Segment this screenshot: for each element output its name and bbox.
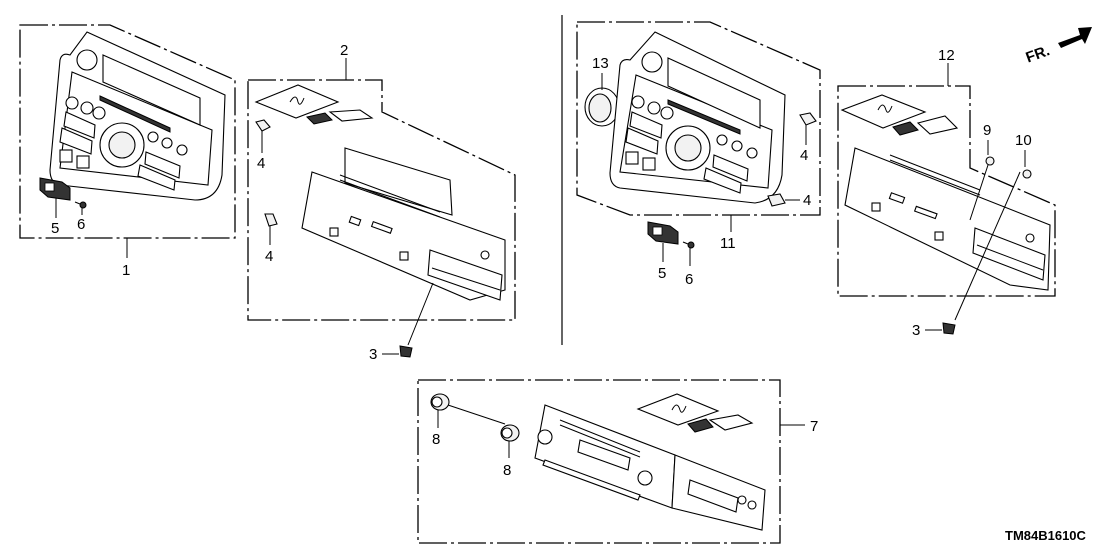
callout-8: 8 [432, 431, 440, 448]
clip-10[interactable] [1022, 169, 1032, 179]
callout-13: 13 [592, 55, 609, 72]
front-label: FR. [1024, 42, 1053, 66]
callout-3: 3 [912, 322, 920, 339]
callout-6: 6 [77, 216, 85, 233]
clip-4c[interactable] [799, 112, 817, 126]
group-unit-left: 2 4 4 [247, 42, 516, 363]
group-boundary [247, 79, 516, 321]
callout-5: 5 [658, 265, 666, 282]
group-panel-left: 5 6 1 [19, 24, 236, 279]
callout-2: 2 [340, 42, 348, 59]
audio-panel-left[interactable] [49, 31, 226, 201]
label-sheets [636, 393, 754, 433]
audio-unit-left[interactable] [301, 147, 506, 301]
callout-4: 4 [257, 155, 265, 172]
knob-8b[interactable] [500, 424, 520, 442]
group-panel-right: 13 4 [576, 21, 821, 288]
switch-5-right[interactable] [647, 221, 679, 245]
callout-6: 6 [685, 271, 693, 288]
group-boundary [576, 21, 821, 216]
callout-4: 4 [800, 147, 808, 164]
screw-6-left[interactable] [74, 201, 87, 209]
switch-5-left[interactable] [39, 177, 71, 201]
knob-4d[interactable] [767, 193, 786, 207]
callout-12: 12 [938, 47, 955, 64]
label-sheets [840, 94, 959, 136]
front-direction-indicator: FR. [1024, 27, 1092, 67]
callout-5: 5 [51, 220, 59, 237]
clip-9[interactable] [985, 156, 995, 166]
group-unit-bottom: 7 8 8 [417, 379, 818, 544]
callout-4: 4 [265, 248, 273, 265]
diagram-code: TM84B1610C [1005, 528, 1087, 543]
callout-4: 4 [803, 192, 811, 209]
front-arrow-icon [1058, 27, 1092, 48]
clip-4a[interactable] [255, 119, 271, 132]
callout-3: 3 [369, 346, 377, 363]
group-unit-right: 12 9 10 [837, 47, 1056, 339]
callout-1: 1 [122, 262, 130, 279]
callout-11: 11 [720, 235, 736, 252]
callout-10: 10 [1015, 132, 1032, 149]
callout-8: 8 [503, 462, 511, 479]
knob-ring-13[interactable] [584, 87, 620, 127]
audio-unit-bottom[interactable] [534, 404, 766, 531]
knob-4b[interactable] [264, 213, 278, 227]
screw-3-right[interactable] [942, 322, 956, 335]
screw-6-right[interactable] [682, 241, 695, 249]
knob-8a[interactable] [430, 393, 450, 411]
callout-9: 9 [983, 122, 991, 139]
audio-unit-right[interactable] [844, 147, 1051, 291]
group-boundary [19, 24, 236, 239]
group-boundary [837, 85, 1056, 297]
label-sheets [254, 84, 374, 125]
callout-7: 7 [810, 418, 818, 435]
group-boundary [417, 379, 781, 544]
audio-panel-right[interactable] [609, 31, 786, 204]
screw-3-left[interactable] [399, 345, 413, 358]
